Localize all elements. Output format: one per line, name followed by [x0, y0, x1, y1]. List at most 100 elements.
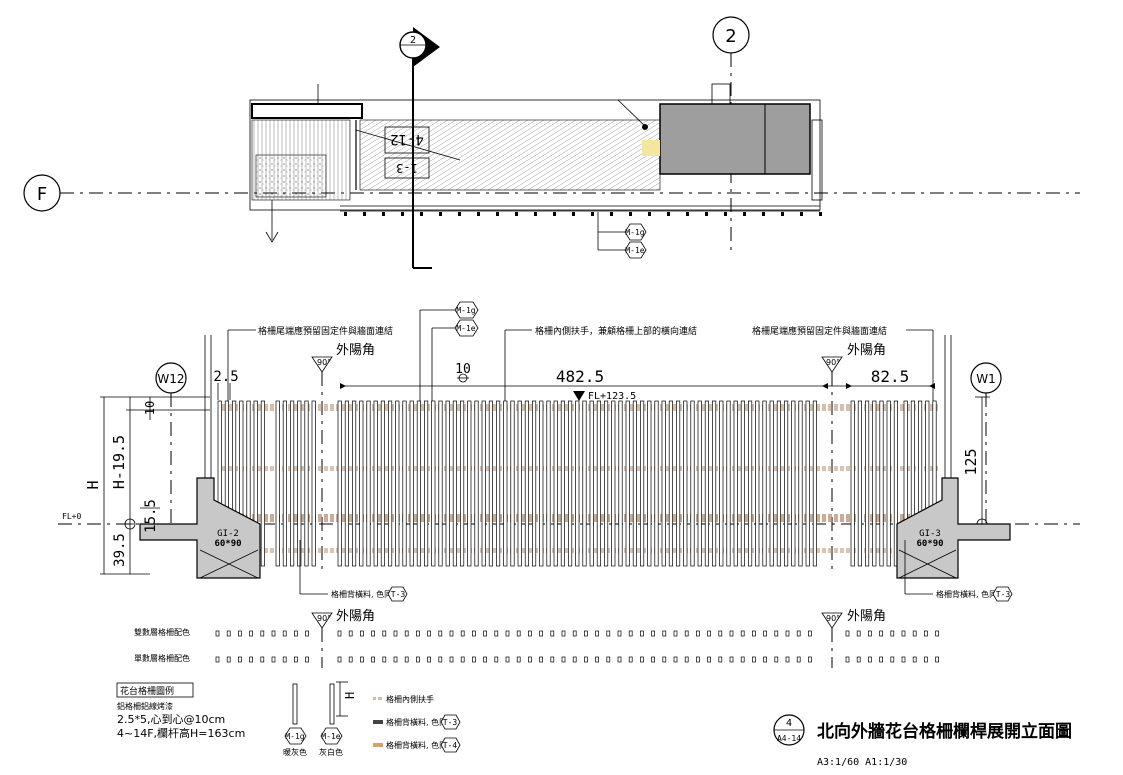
back-note-right: 格柵背橫料, 色同 — [936, 589, 997, 599]
baluster — [690, 400, 695, 567]
fl0-label: FL+0 — [62, 512, 81, 521]
baluster — [798, 400, 803, 567]
fence-post — [819, 212, 822, 216]
grid-bubble-w12: W12 — [155, 362, 187, 530]
color-swatch — [348, 656, 353, 663]
baluster — [740, 400, 745, 567]
color-swatch — [856, 656, 861, 663]
color-swatch — [752, 630, 756, 637]
color-swatch — [505, 656, 510, 663]
baluster — [380, 400, 385, 567]
dim-482-5: 482.5 — [556, 367, 604, 386]
baluster — [611, 400, 616, 567]
section-num: 2 — [410, 35, 416, 46]
elevation: 格柵尾端應預留固定件與牆面連結 格柵內側扶手，兼顧格柵上部的橫向連結 格柵尾端應… — [58, 301, 1080, 602]
color-swatch — [271, 630, 276, 637]
color-swatch — [249, 630, 253, 637]
baluster — [647, 400, 652, 567]
section-marker-2: 2 — [399, 27, 440, 269]
baluster — [575, 400, 580, 567]
color-swatch — [572, 630, 577, 637]
baluster — [474, 400, 479, 567]
color-swatch — [516, 630, 521, 637]
color-swatch — [651, 630, 655, 637]
fence-post — [629, 212, 632, 216]
color-swatch — [763, 656, 767, 663]
gi-2-base: GI-2 60*90 — [139, 477, 261, 579]
svg-text:T-3: T-3 — [996, 590, 1011, 599]
plan-tag-bottom: M-1e — [624, 241, 647, 259]
baluster — [748, 400, 753, 567]
baluster — [604, 400, 609, 567]
baluster — [366, 400, 371, 567]
color-swatch — [382, 656, 387, 663]
baluster — [275, 400, 280, 567]
color-scheme-rows: 90° 外陽角 90° 外陽角 雙數層格柵配色 單數層格柵配色 — [134, 609, 939, 668]
svg-text:60*90: 60*90 — [916, 539, 943, 549]
svg-text:90°: 90° — [826, 358, 840, 367]
baluster — [719, 400, 724, 567]
color-swatch — [472, 656, 476, 663]
baluster — [553, 400, 558, 567]
color-swatch — [595, 630, 599, 637]
baluster — [481, 400, 486, 567]
baluster — [625, 400, 630, 567]
svg-text:外陽角: 外陽角 — [336, 343, 375, 358]
row-label-odd: 單數層格柵配色 — [134, 653, 190, 663]
baluster — [337, 400, 342, 567]
svg-text:60*90: 60*90 — [214, 539, 241, 549]
color-swatch — [808, 656, 812, 663]
svg-text:W12: W12 — [157, 372, 184, 386]
baluster — [805, 400, 810, 567]
color-swatch — [912, 630, 917, 637]
color-swatch — [774, 630, 779, 637]
baluster — [488, 400, 493, 567]
color-swatch — [483, 630, 487, 637]
dim-vertical-right: 125 — [962, 396, 990, 524]
color-swatch — [360, 656, 364, 663]
color-swatch — [539, 656, 543, 663]
color-swatch — [796, 656, 801, 663]
legend-tag-a: M-1g 暖灰色 — [283, 727, 307, 757]
color-swatch — [550, 656, 555, 663]
drawing-title: 4 A4-14 北向外牆花台格柵欄桿展開立面圖 A3:1/60 A1:1/30 — [773, 714, 1072, 768]
color-swatch — [271, 656, 276, 663]
baluster — [776, 400, 781, 567]
color-swatch — [684, 630, 689, 637]
color-swatch — [416, 656, 420, 663]
baluster — [416, 400, 421, 567]
color-swatch — [785, 656, 790, 663]
corner-marker-right-2: 90° 外陽角 — [821, 609, 886, 668]
baluster — [640, 400, 645, 567]
legend-line2: 2.5*5,心到心@10cm — [117, 713, 225, 726]
svg-text:M-1e: M-1e — [456, 324, 475, 333]
color-swatch — [696, 656, 700, 663]
baluster — [676, 400, 681, 567]
fence-post — [591, 212, 594, 216]
svg-text:T-4: T-4 — [443, 741, 458, 750]
color-swatch — [785, 630, 790, 637]
fence-post — [496, 212, 499, 216]
svg-text:GI-3: GI-3 — [919, 529, 941, 539]
color-swatch — [282, 656, 287, 663]
color-swatch — [729, 656, 734, 663]
fence-post — [743, 212, 746, 216]
fence-post — [363, 212, 366, 216]
fence-post — [800, 212, 803, 216]
color-swatch — [460, 630, 465, 637]
color-swatch — [740, 656, 745, 663]
color-swatch — [404, 656, 409, 663]
note-right: 格柵尾端應預留固定件與牆面連結 — [752, 325, 887, 337]
color-swatch — [628, 630, 633, 637]
fl-123-5: FL+123.5 — [588, 391, 636, 402]
baluster — [733, 400, 738, 567]
baluster — [260, 400, 265, 567]
baluster — [311, 400, 316, 567]
color-swatch — [718, 630, 723, 637]
elev-tag-1: M-1g — [454, 301, 479, 319]
grid-bubble-2: 2 — [712, 16, 750, 54]
color-swatch — [763, 630, 767, 637]
color-swatch — [640, 630, 644, 637]
fence-post — [420, 212, 423, 216]
svg-text:暖灰色: 暖灰色 — [283, 747, 307, 757]
